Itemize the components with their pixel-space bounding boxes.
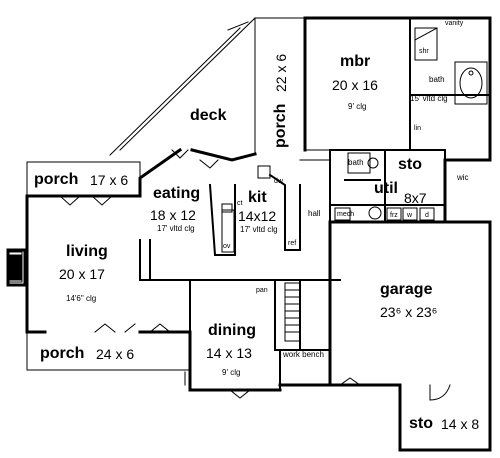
top-storage-name: sto xyxy=(398,156,422,173)
kitchen-ceiling: 17' vltd clg xyxy=(240,225,278,234)
range xyxy=(257,165,271,179)
utility-name: util xyxy=(374,180,398,197)
mbr-name: mbr xyxy=(340,53,371,70)
vanity-label: vanity xyxy=(445,20,464,27)
front-porch-size: 24 x 6 xyxy=(96,346,135,362)
utility-size: 8x7 xyxy=(404,190,427,206)
living-name: living xyxy=(66,243,108,260)
shower-label: shr xyxy=(419,48,429,55)
porch-outlines xyxy=(9,17,331,391)
living-ceiling: 14'6" clg xyxy=(66,294,97,303)
mech-closet xyxy=(334,207,351,221)
dining-ceiling: 9' clg xyxy=(222,368,241,377)
kitchen-name: kit xyxy=(248,189,267,206)
garage-storage-name: sto xyxy=(409,415,433,432)
dryer-label: d xyxy=(425,212,429,219)
washer xyxy=(402,207,418,221)
master-bath-ceiling: 15' vltd clg xyxy=(410,94,448,103)
pantry-label: pan xyxy=(256,287,268,294)
kitchen-size: 14x12 xyxy=(238,208,277,224)
fireplace xyxy=(9,254,23,281)
washer-label: w xyxy=(407,212,413,219)
interior-walls xyxy=(139,17,491,401)
mbr-size: 20 x 16 xyxy=(332,77,378,93)
countertop-label: ct xyxy=(237,200,243,207)
linen-label: lin xyxy=(414,125,422,132)
garage-storage-size: 14 x 8 xyxy=(441,416,480,432)
dryer xyxy=(419,207,435,221)
toilet xyxy=(367,157,379,169)
hall-bath-tub xyxy=(347,152,371,174)
oven-label: ov xyxy=(223,243,231,250)
left-porch-size: 17 x 6 xyxy=(90,172,129,188)
freezer-label: frz xyxy=(390,212,398,219)
mbr-ceiling: 9' clg xyxy=(348,102,367,111)
windows xyxy=(59,149,361,399)
dining-size: 14 x 13 xyxy=(206,345,252,361)
wic-label: wic xyxy=(457,173,469,182)
side-porch-size: 22 x 6 xyxy=(273,53,289,92)
work-bench-label: work bench xyxy=(283,350,324,359)
eating-ceiling: 17' vltd clg xyxy=(157,224,195,233)
ref-label: ref xyxy=(288,240,297,247)
bathtub xyxy=(454,61,488,105)
hall-bath-name: bath xyxy=(348,158,364,167)
eating-size: 18 x 12 xyxy=(150,207,196,223)
shower-door xyxy=(414,27,438,41)
front-porch-name: porch xyxy=(40,345,85,362)
exterior-walls xyxy=(6,16,492,452)
eating-name: eating xyxy=(153,185,201,202)
hall-label: hall xyxy=(308,209,321,218)
dining-name: dining xyxy=(208,322,256,339)
freezer xyxy=(386,207,402,221)
water-heater xyxy=(368,206,382,220)
deck-name: deck xyxy=(190,107,227,124)
mech-label: mech xyxy=(337,211,355,218)
living-size: 20 x 17 xyxy=(59,266,105,282)
side-porch-name: porch xyxy=(272,103,289,148)
master-bath-name: bath xyxy=(429,75,445,84)
garage-size: 23⁶ x 23⁶ xyxy=(380,304,438,320)
left-porch-name: porch xyxy=(34,171,79,188)
kitchen-counter xyxy=(221,209,235,253)
garage-name: garage xyxy=(380,281,433,298)
garage-door xyxy=(429,384,451,401)
stairs xyxy=(284,282,301,342)
shower xyxy=(414,27,438,61)
dw-label: dw xyxy=(274,178,283,185)
sink xyxy=(221,203,233,213)
